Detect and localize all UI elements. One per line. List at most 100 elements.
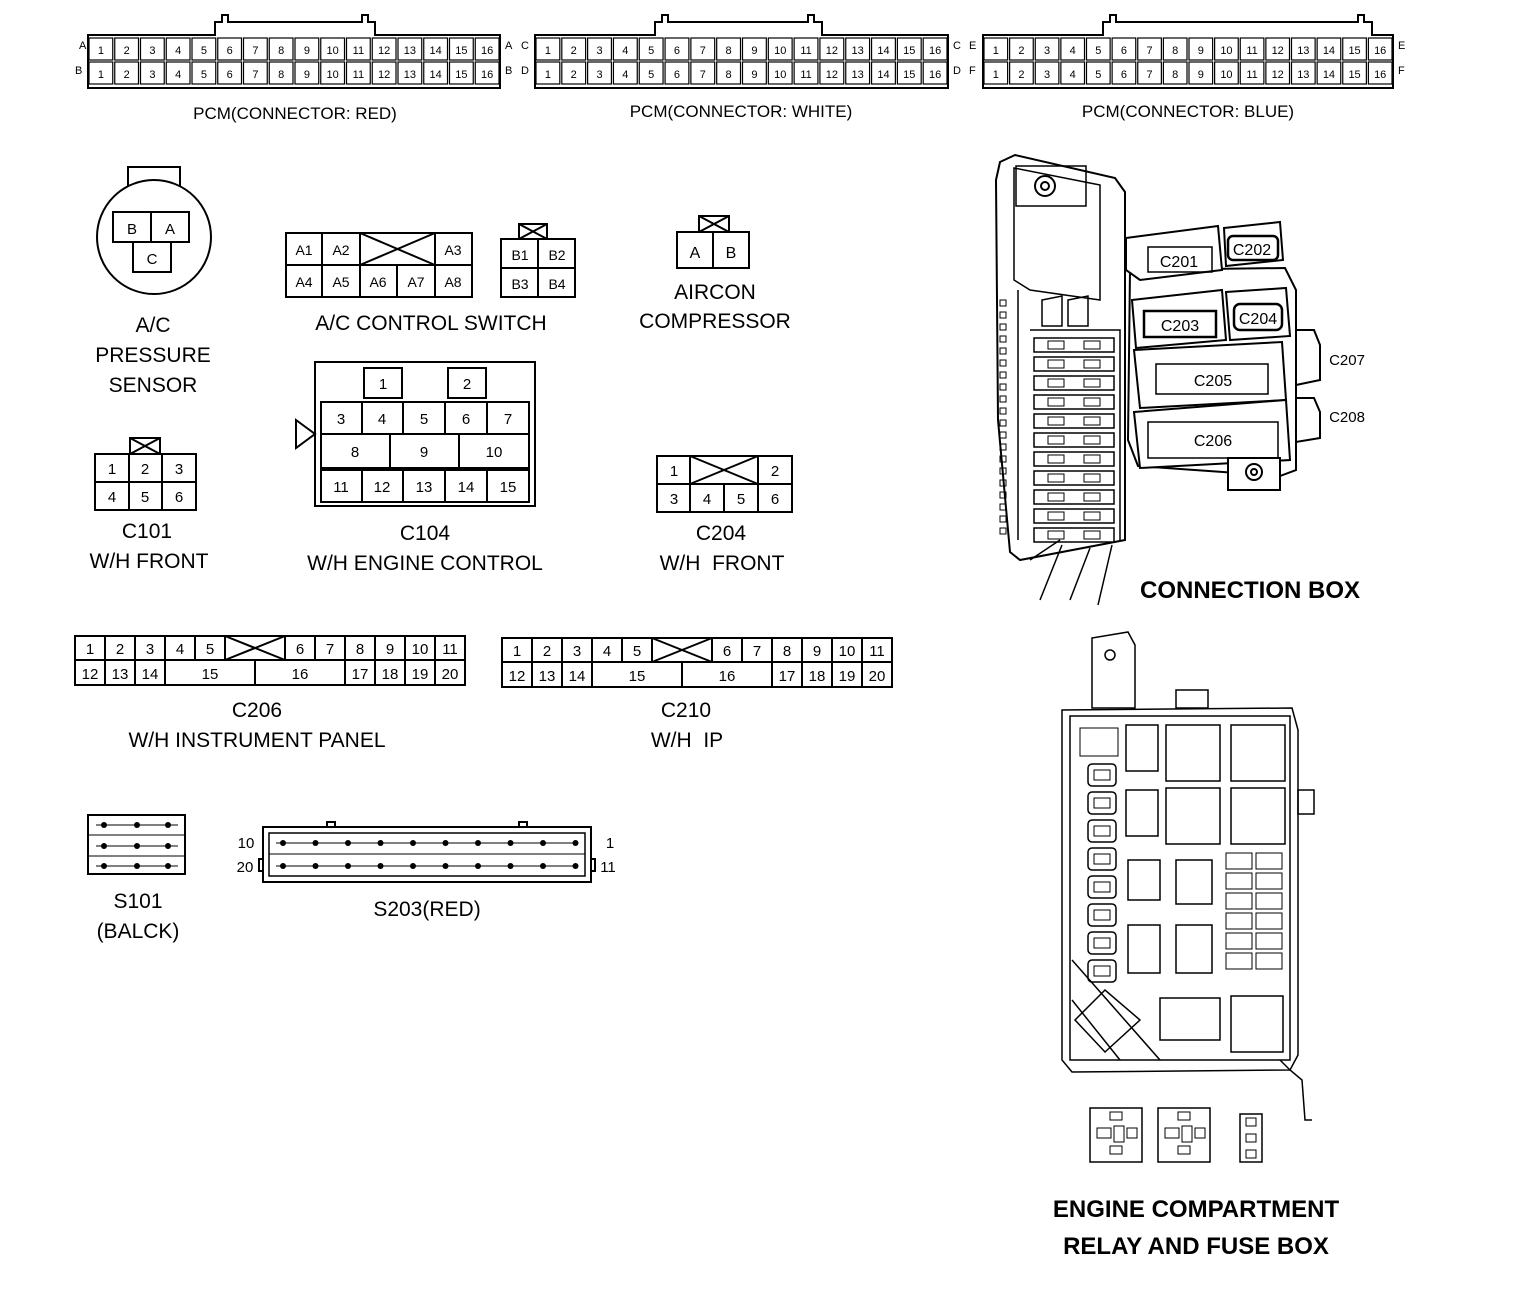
pin-11: 11 — [333, 479, 349, 496]
connector-c101: 1 2 3 4 5 6 C101 W/H FRONT — [90, 437, 209, 573]
mini-fuse — [1255, 892, 1283, 910]
pin-cell — [423, 37, 449, 61]
pin-cell — [1239, 37, 1265, 61]
pin-number: 2 — [571, 45, 577, 57]
pin-number: 15 — [455, 69, 467, 81]
pin-number: 11 — [353, 45, 364, 57]
latch-tooth — [999, 407, 1007, 415]
pin-cell — [767, 61, 793, 85]
latch-tooth — [999, 491, 1007, 499]
aircon-label-1: AIRCON — [674, 281, 756, 304]
row-label-f-right: F — [1398, 65, 1405, 77]
pin-cell — [767, 37, 793, 61]
pin-cell — [535, 61, 561, 85]
pin-cell — [1034, 61, 1060, 85]
maxi-fuse — [1087, 875, 1117, 899]
fuse-slot — [1033, 375, 1115, 391]
pin-number: 11 — [442, 641, 458, 658]
splice-dot — [410, 863, 416, 869]
pin-number: 8 — [1172, 69, 1178, 81]
pin-number: 20 — [442, 666, 459, 683]
blank-cross — [224, 635, 286, 661]
pin-number: 1 — [98, 45, 104, 57]
mini-fuse — [1255, 932, 1283, 950]
row-label-d: D — [521, 65, 529, 77]
pin-cell — [474, 61, 500, 85]
c210-label-2: W/H IP — [651, 729, 723, 752]
splice-dot — [101, 822, 107, 828]
pin-number: 3 — [1044, 69, 1050, 81]
pin-cell — [922, 61, 948, 85]
latch-tooth — [999, 503, 1007, 511]
latch-tooth — [999, 299, 1007, 307]
pin-2: 2 — [463, 376, 471, 393]
maxi-fuse — [1087, 763, 1117, 787]
ac-pressure-sensor: B A C A/C PRESSURE SENSOR — [95, 166, 212, 397]
aircon-compressor: A B AIRCON COMPRESSOR — [639, 215, 791, 333]
ac-pressure-label-2: PRESSURE — [95, 344, 211, 367]
pin-cell — [371, 61, 397, 85]
connection-box: C201 C202 C203 C204 C205 C206 C207 C208 … — [994, 153, 1365, 606]
pin-number: 7 — [252, 69, 258, 81]
pin-cell — [1085, 37, 1111, 61]
latch-tooth — [999, 419, 1007, 427]
pin-cell — [1188, 37, 1214, 61]
pin-13: 13 — [416, 479, 433, 496]
pin-number: 14 — [877, 45, 889, 57]
latch-tooth — [999, 467, 1007, 475]
pin-5: 5 — [141, 489, 149, 506]
pin-a4: A4 — [295, 274, 312, 290]
latch-tooth — [999, 395, 1007, 403]
fuse-slot — [1033, 527, 1115, 543]
row-label-a-right: A — [505, 40, 513, 52]
pin-number: 3 — [1044, 45, 1050, 57]
splice-dot — [507, 840, 514, 846]
pin-number: 4 — [1070, 45, 1076, 57]
row-label-f: F — [969, 65, 976, 77]
pin-number: 13 — [852, 69, 864, 81]
c203-label: C203 — [1161, 318, 1199, 335]
maxi-fuse — [1087, 903, 1117, 927]
ac-pressure-label-3: SENSOR — [109, 374, 198, 397]
pin-10-label: 10 — [238, 835, 255, 852]
pin-number: 2 — [543, 643, 551, 660]
splice-s203: 10 1 20 11 S203(RED) — [237, 821, 616, 921]
pin-number: 13 — [404, 45, 416, 57]
splice-dot — [377, 840, 384, 846]
pin-cell — [371, 37, 397, 61]
pin-number: 9 — [304, 45, 310, 57]
pin-number: 5 — [206, 641, 214, 658]
pin-number: 9 — [751, 45, 757, 57]
pin-a: A — [165, 221, 175, 238]
pin-11-label: 11 — [600, 859, 616, 876]
mini-fuse — [1225, 952, 1253, 970]
latch-tooth — [999, 515, 1007, 523]
pin-number: 16 — [719, 668, 736, 685]
pin-cell — [217, 61, 243, 85]
pin-a5: A5 — [332, 274, 349, 290]
pin-cell — [983, 37, 1009, 61]
pin-number: 8 — [726, 45, 732, 57]
fuse-blade — [1083, 359, 1101, 369]
fuse-blade — [1047, 359, 1065, 369]
pin-a2: A2 — [332, 242, 349, 258]
pin-cell — [845, 61, 871, 85]
fuse-slot — [1033, 413, 1115, 429]
fuse-blade — [1083, 530, 1101, 540]
pin-cell — [561, 61, 587, 85]
fuse-blade — [1047, 397, 1065, 407]
ac-pressure-label-1: A/C — [135, 314, 170, 337]
pin-cell — [587, 61, 613, 85]
pin-cell — [1137, 37, 1162, 61]
pin-number: 1 — [98, 69, 104, 81]
pin-number: 14 — [1323, 45, 1335, 57]
maxi-fuse — [1087, 819, 1117, 843]
pin-a6: A6 — [369, 274, 386, 290]
latch-tooth — [999, 479, 1007, 487]
maxi-fuse-label — [1093, 965, 1111, 977]
pin-number: 6 — [1121, 45, 1127, 57]
pin-9: 9 — [420, 444, 428, 461]
pin-cell — [397, 37, 423, 61]
pin-cell — [716, 61, 742, 85]
